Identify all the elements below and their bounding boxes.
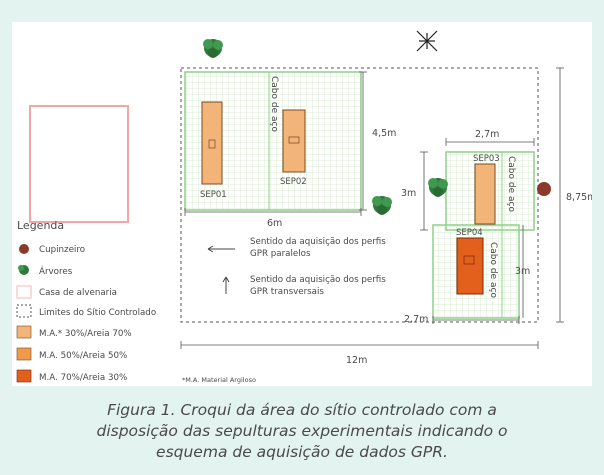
legend-cupinzeiro-swatch (19, 244, 29, 254)
tree-icon (203, 39, 223, 58)
brick-house (29, 105, 129, 223)
legend-ma50-swatch (16, 347, 32, 361)
arrow-transversais-line2: GPR transversais (250, 287, 324, 297)
grave-sep01 (201, 101, 223, 185)
dim-3m-left-label: 3m (401, 188, 416, 199)
legend-casa-swatch (16, 285, 32, 299)
dim-2-7m-bottom-label: 2,7m (404, 314, 428, 325)
legend-ma50-label: M.A. 50%/Areia 50% (39, 351, 127, 361)
grave-sep02-symbol (288, 136, 300, 144)
steel-cable-left-label: Cabo de aço (269, 76, 279, 132)
steel-cable-right-label-2: Cabo de aço (488, 242, 498, 298)
grave-sep03-label: SEP03 (473, 154, 500, 164)
legend-arvores-label: Árvores (39, 265, 73, 277)
grave-sep04-symbol (463, 255, 475, 265)
arrow-up-icon (222, 276, 230, 294)
grave-sep02 (282, 109, 306, 173)
legend-footnote: *M.A. Material Argiloso (182, 376, 256, 384)
grave-sep03 (474, 163, 496, 225)
legend-ma70-swatch (16, 369, 32, 383)
compass-icon (416, 30, 438, 52)
caption-line: Figura 1. Croqui da área do sítio contro… (107, 401, 497, 419)
grave-sep02-label: SEP02 (280, 177, 307, 187)
legend-limites-label: Limites do Sítio Controlado (39, 308, 156, 318)
dim-2-7m-top-label: 2,7m (475, 129, 499, 140)
termite-mound-icon (537, 182, 551, 196)
site-boundary (180, 67, 539, 323)
legend-limites-swatch (16, 304, 32, 318)
figure-caption: Figura 1. Croqui da área do sítio contro… (40, 400, 564, 463)
legend-ma70-label: M.A. 70%/Areia 30% (39, 373, 127, 383)
arrow-left-icon (207, 245, 235, 253)
legend-ma30-label: M.A.* 30%/Areia 70% (39, 329, 132, 339)
grave-sep01-label: SEP01 (200, 190, 227, 200)
grave-sep04-label: SEP04 (456, 228, 483, 238)
caption-line: esquema de aquisição de dados GPR. (156, 443, 448, 461)
site-sketch: Cabo de aço SEP01 SEP02 4,5m 6m (16, 30, 592, 384)
arrow-paralelos-line1: Sentido da aquisição dos perfis (250, 237, 386, 247)
dim-8-75m-label: 8,75m (566, 192, 592, 203)
legend-cupinzeiro-label: Cupinzeiro (39, 245, 85, 255)
arrow-transversais-line1: Sentido da aquisição dos perfis (250, 275, 386, 285)
dim-12m-label: 12m (346, 355, 367, 366)
dim-3m-right-label: 3m (515, 266, 530, 277)
legend-casa-label: Casa de alvenaria (39, 288, 117, 298)
steel-cable-right-label: Cabo de aço (506, 156, 516, 212)
legend-ma30-swatch (16, 325, 32, 339)
grave-sep01-symbol (208, 139, 216, 149)
dim-4-5m-label: 4,5m (372, 128, 396, 139)
caption-line: disposição das sepulturas experimentais … (96, 422, 508, 440)
legend-arvores-swatch (18, 265, 29, 275)
arrow-paralelos-line2: GPR paralelos (250, 249, 311, 259)
dim-6m-label: 6m (267, 218, 282, 229)
legend-title: Legenda (17, 219, 64, 232)
tree-icon (372, 196, 392, 215)
site-diagram: Cabo de aço SEP01 SEP02 4,5m 6m (12, 22, 592, 386)
grave-sep04 (456, 237, 484, 295)
tree-icon (428, 178, 448, 197)
